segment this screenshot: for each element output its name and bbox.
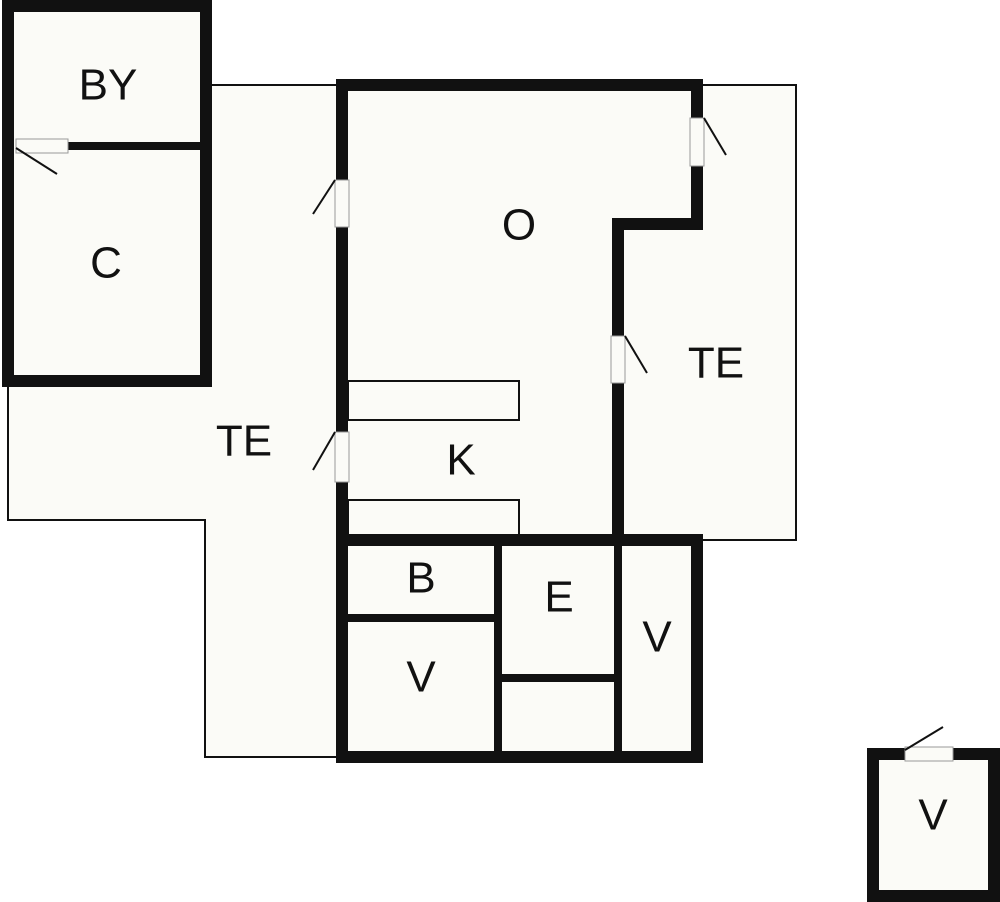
door-living-top-right — [689, 117, 705, 167]
outbuilding-floor — [873, 754, 994, 896]
room-label-k: K — [446, 436, 475, 485]
room-label-by: BY — [79, 61, 138, 110]
room-label-te-right: TE — [688, 339, 744, 388]
door-living-left — [334, 179, 350, 228]
room-label-c: C — [90, 239, 122, 288]
storage-door-swing — [15, 147, 58, 175]
door-living-left-swing — [312, 179, 336, 215]
kitchen-counter-top — [347, 380, 520, 421]
storage-door-opening — [15, 138, 69, 154]
main-outer-walls — [336, 79, 703, 186]
door-terrace-right — [610, 335, 626, 384]
storage-block-floor — [8, 6, 206, 381]
room-label-b: B — [406, 554, 435, 603]
room-label-o: O — [502, 201, 536, 250]
door-living-top-right-swing — [703, 117, 727, 156]
door-kitchen-left — [334, 431, 350, 483]
door-kitchen-left-swing — [312, 431, 336, 471]
room-label-v-bedroom-1: V — [406, 653, 436, 702]
storage-block-walls — [2, 0, 212, 387]
room-label-v-outbuilding: V — [918, 791, 948, 840]
living-right-wall — [612, 160, 703, 342]
outbuilding-door-swing — [904, 726, 944, 751]
door-terrace-right-swing — [624, 335, 648, 374]
room-label-v-bedroom-2: V — [642, 613, 672, 662]
room-label-te-left: TE — [216, 417, 272, 466]
service-block-walls — [336, 534, 703, 763]
room-label-e: E — [544, 573, 573, 622]
kitchen-counter-bottom — [347, 499, 520, 537]
outbuilding-door-opening — [904, 746, 954, 762]
